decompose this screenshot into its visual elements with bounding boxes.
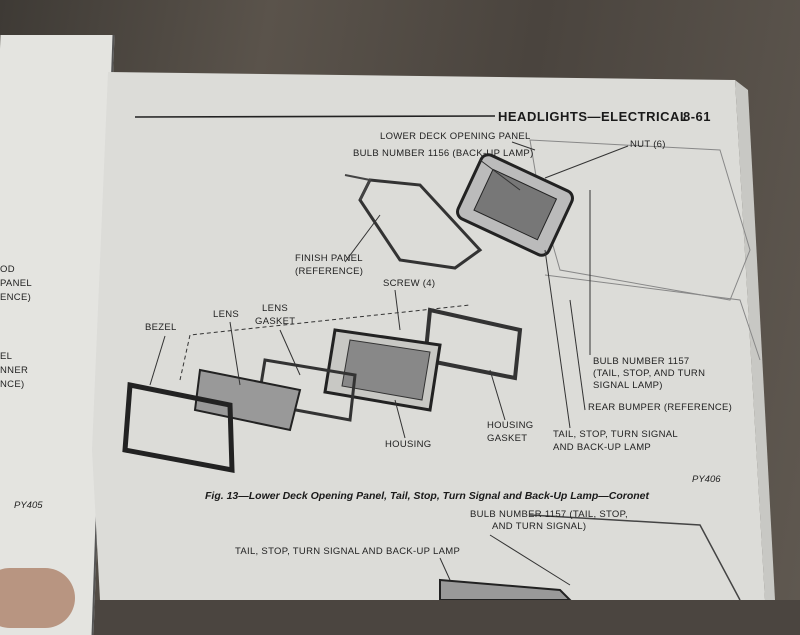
left-label: NNER xyxy=(0,365,29,376)
alignment-line xyxy=(179,304,471,381)
callout-rear-bumper: REAR BUMPER (REFERENCE) xyxy=(588,402,733,413)
callout-lens-gasket: GASKET xyxy=(255,316,296,327)
header-rule xyxy=(134,115,496,118)
callout-bulb-1157: (TAIL, STOP, AND TURN xyxy=(593,368,706,379)
next-callout-lamp-assembly: TAIL, STOP, TURN SIGNAL AND BACK-UP LAMP xyxy=(235,546,461,557)
left-figure-id: PY405 xyxy=(14,500,43,511)
thumb xyxy=(0,568,75,628)
callout-bulb-1157: BULB NUMBER 1157 xyxy=(593,356,690,367)
callout-bulb-1157: SIGNAL LAMP) xyxy=(593,380,663,391)
page-edges xyxy=(735,80,775,600)
callout-bulb-1156: BULB NUMBER 1156 (BACK-UP LAMP) xyxy=(353,148,534,159)
bezel xyxy=(122,381,235,474)
page-number: 8-61 xyxy=(683,109,712,124)
callout-lower-deck-panel: LOWER DECK OPENING PANEL xyxy=(380,131,531,142)
left-label: NCE) xyxy=(0,379,25,390)
callout-finish-panel: FINISH PANEL xyxy=(295,253,363,264)
callout-finish-panel: (REFERENCE) xyxy=(295,266,364,277)
left-label: EL xyxy=(0,351,13,362)
callout-nut: NUT (6) xyxy=(630,139,666,150)
next-callout-bulb-1157: AND TURN SIGNAL) xyxy=(492,521,587,532)
callout-lamp-assembly: TAIL, STOP, TURN SIGNAL xyxy=(553,429,678,440)
callout-screw: SCREW (4) xyxy=(383,278,436,289)
figure-id: PY406 xyxy=(692,474,721,485)
next-callout-bulb-1157: BULB NUMBER 1157 (TAIL, STOP, xyxy=(470,509,628,520)
callout-housing-gasket: GASKET xyxy=(487,433,528,444)
section-title: HEADLIGHTS—ELECTRICAL xyxy=(498,109,689,124)
callout-housing-gasket: HOUSING xyxy=(487,420,534,431)
callout-bezel: BEZEL xyxy=(145,322,177,333)
callout-housing: HOUSING xyxy=(385,439,432,450)
callout-lens-gasket: LENS xyxy=(262,303,289,314)
callout-lamp-assembly: AND BACK-UP LAMP xyxy=(553,442,652,453)
leader-lines xyxy=(149,141,629,439)
left-label: PANEL xyxy=(0,278,32,289)
callout-lens: LENS xyxy=(213,309,240,320)
left-label: ENCE) xyxy=(0,292,32,303)
next-figure-lamp xyxy=(439,578,572,600)
figure-caption: Fig. 13—Lower Deck Opening Panel, Tail, … xyxy=(205,490,649,502)
left-label: OD xyxy=(0,264,15,275)
diagram-drawing xyxy=(92,72,775,600)
